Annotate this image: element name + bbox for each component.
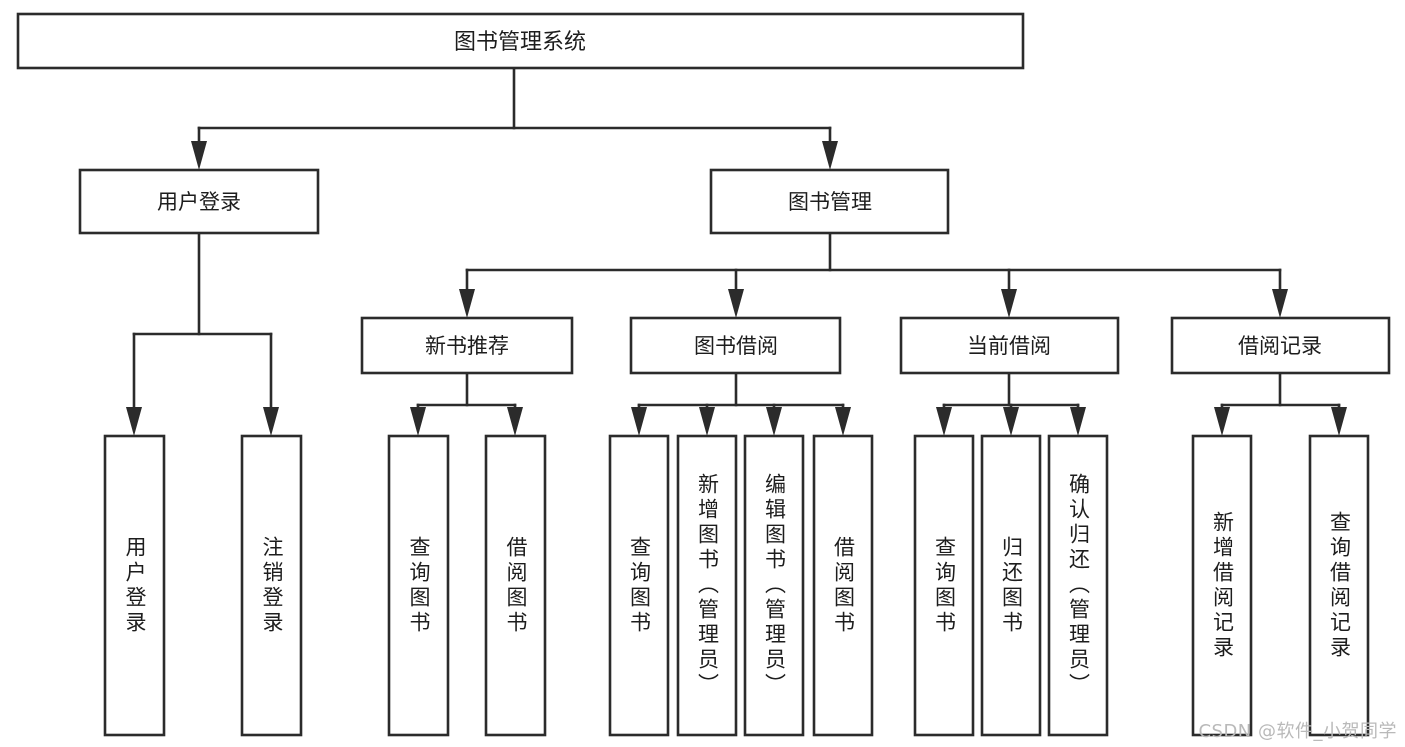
node-book-management[interactable]: 图书管理 bbox=[709, 168, 950, 235]
node-leaf-query-book-2-box[interactable] bbox=[608, 434, 670, 737]
arrow-head-current-borrow bbox=[1001, 289, 1017, 318]
arrow-head-leaf-borrow-book-2 bbox=[835, 407, 851, 436]
node-leaf-query-book-1-box[interactable] bbox=[387, 434, 450, 737]
arrow-head-user-login bbox=[191, 141, 207, 170]
arrow-head-leaf-confirm-return bbox=[1070, 407, 1086, 436]
arrow-head-book-management bbox=[822, 141, 838, 170]
connector-group-current-borrow bbox=[936, 371, 1086, 436]
node-leaf-query-book-3-box[interactable] bbox=[913, 434, 975, 737]
arrow-head-leaf-add-book bbox=[699, 407, 715, 436]
node-leaf-borrow-book-2-box[interactable] bbox=[812, 434, 874, 737]
arrow-head-leaf-logout-login bbox=[263, 407, 279, 436]
node-book-management-label: 图书管理 bbox=[788, 190, 872, 214]
node-book-borrow[interactable]: 图书借阅 bbox=[629, 316, 842, 375]
arrow-head-book-borrow bbox=[728, 289, 744, 318]
arrow-head-leaf-query-book-1 bbox=[410, 407, 426, 436]
node-current-borrow[interactable]: 当前借阅 bbox=[899, 316, 1120, 375]
node-borrow-record-box[interactable] bbox=[1170, 316, 1391, 375]
node-book-borrow-label: 图书借阅 bbox=[694, 334, 778, 358]
arrow-head-leaf-query-record bbox=[1331, 407, 1347, 436]
node-leaf-confirm-return-box[interactable] bbox=[1047, 434, 1109, 737]
node-root[interactable]: 图书管理系统 bbox=[16, 12, 1025, 70]
arrow-head-leaf-query-book-3 bbox=[936, 407, 952, 436]
arrow-head-leaf-edit-book bbox=[766, 407, 782, 436]
node-leaf-logout-login-box[interactable] bbox=[240, 434, 303, 737]
node-book-management-box[interactable] bbox=[709, 168, 950, 235]
node-book-borrow-box[interactable] bbox=[629, 316, 842, 375]
node-leaf-edit-book-box[interactable] bbox=[743, 434, 805, 737]
connector-group-book-management bbox=[459, 231, 1288, 318]
node-current-borrow-label: 当前借阅 bbox=[967, 334, 1051, 358]
arrow-head-leaf-add-record bbox=[1214, 407, 1230, 436]
arrow-head-leaf-return-book bbox=[1003, 407, 1019, 436]
node-current-borrow-box[interactable] bbox=[899, 316, 1120, 375]
arrow-head-leaf-borrow-book-1 bbox=[507, 407, 523, 436]
arrow-head-new-book-recommend bbox=[459, 289, 475, 318]
arrow-head-borrow-record bbox=[1272, 289, 1288, 318]
node-borrow-record-label: 借阅记录 bbox=[1238, 334, 1322, 358]
node-leaf-return-book-box[interactable] bbox=[980, 434, 1042, 737]
arrow-head-leaf-query-book-2 bbox=[631, 407, 647, 436]
node-borrow-record[interactable]: 借阅记录 bbox=[1170, 316, 1391, 375]
connector-group-root bbox=[191, 66, 838, 170]
connector-group-book-borrow bbox=[631, 371, 851, 436]
node-user-login-label: 用户登录 bbox=[157, 190, 241, 214]
connector-group-user-login bbox=[126, 231, 279, 436]
node-new-book-recommend-box[interactable] bbox=[360, 316, 574, 375]
node-leaf-add-book-box[interactable] bbox=[676, 434, 738, 737]
node-leaf-add-record-box[interactable] bbox=[1191, 434, 1253, 737]
node-root-box[interactable] bbox=[16, 12, 1025, 70]
node-new-book-recommend[interactable]: 新书推荐 bbox=[360, 316, 574, 375]
arrow-head-leaf-user-login bbox=[126, 407, 142, 436]
node-leaf-user-login-box[interactable] bbox=[103, 434, 166, 737]
connector-group-new-book-recommend bbox=[410, 371, 523, 436]
node-leaf-query-record-box[interactable] bbox=[1308, 434, 1370, 737]
node-leaf-borrow-book-1-box[interactable] bbox=[484, 434, 547, 737]
node-new-book-recommend-label: 新书推荐 bbox=[425, 334, 509, 358]
watermark: CSDN @软件_小贺同学 bbox=[1198, 721, 1397, 742]
node-user-login-box[interactable] bbox=[78, 168, 320, 235]
node-root-label: 图书管理系统 bbox=[454, 30, 586, 55]
node-user-login[interactable]: 用户登录 bbox=[78, 168, 320, 235]
connector-group-borrow-record bbox=[1214, 371, 1347, 436]
